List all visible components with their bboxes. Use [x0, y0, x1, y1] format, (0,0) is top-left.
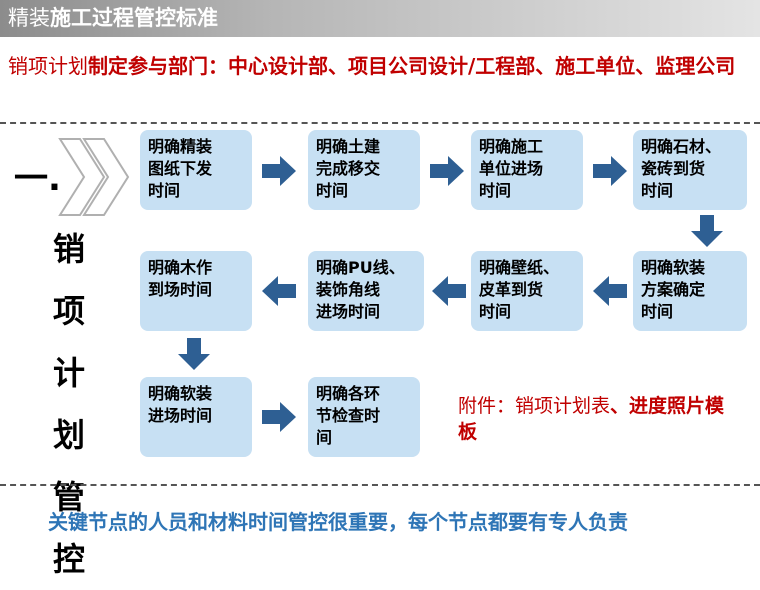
step-drawings-issued: 明确精装 图纸下发 时间	[140, 130, 252, 210]
step-civil-handover: 明确土建 完成移交 时间	[308, 130, 420, 210]
arrow-down-icon	[691, 215, 723, 247]
step-wallpaper-leather-arrival: 明确壁纸、 皮革到货 时间	[471, 251, 583, 331]
participants-line: 销项计划制定参与部门：中心设计部、项目公司设计/工程部、施工单位、监理公司	[8, 52, 753, 80]
divider-top	[0, 122, 760, 124]
arrow-left-icon	[262, 276, 296, 306]
attachment-suffix: 、进度照片模板	[458, 395, 725, 443]
attachment-prefix: 附件：销项计划表	[458, 395, 611, 417]
step-contractor-entry: 明确施工 单位进场 时间	[471, 130, 583, 210]
section-number: 一.	[14, 159, 61, 199]
divider-bottom	[0, 484, 760, 486]
step-soft-furnishing-entry: 明确软装 进场时间	[140, 377, 252, 457]
page-title-part1: 精装	[8, 6, 50, 30]
arrow-left-icon	[593, 276, 627, 306]
arrow-down-icon	[178, 338, 210, 370]
step-stone-tile-arrival: 明确石材、 瓷砖到货 时间	[633, 130, 747, 210]
step-soft-furnishing-plan: 明确软装 方案确定 时间	[633, 251, 747, 331]
page-title-part2: 施工过程管控标准	[50, 6, 218, 30]
header-bar: 精装施工过程管控标准	[0, 0, 760, 37]
step-woodwork-arrival: 明确木作 到场时间	[140, 251, 252, 331]
arrow-left-icon	[432, 276, 466, 306]
step-pu-moulding-entry: 明确PU线、 装饰角线 进场时间	[308, 251, 424, 331]
page-title: 精装施工过程管控标准	[8, 4, 218, 32]
arrow-right-icon	[593, 156, 627, 186]
arrow-right-icon	[430, 156, 464, 186]
step-inspection-time: 明确各环 节检查时 间	[308, 377, 420, 457]
participants-label: 销项计划	[8, 54, 88, 78]
chevrons-icon	[58, 138, 130, 216]
footnote: 关键节点的人员和材料时间管控很重要，每个节点都要有专人负责	[48, 510, 628, 534]
arrow-right-icon	[262, 402, 296, 432]
attachment-note: 附件：销项计划表、进度照片模板	[458, 393, 728, 445]
participants-text: 制定参与部门：中心设计部、项目公司设计/工程部、施工单位、监理公司	[88, 54, 736, 78]
arrow-right-icon	[262, 156, 296, 186]
